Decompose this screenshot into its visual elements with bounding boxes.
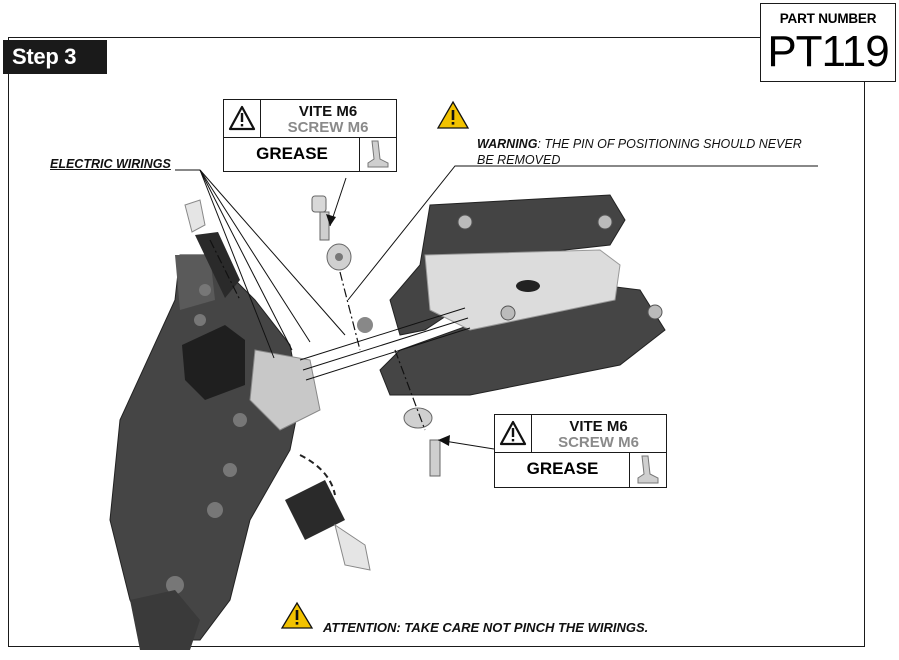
spec-grease-label: GREASE: [526, 459, 599, 478]
turn-signal-lens-top: [184, 199, 206, 233]
warning-prefix: WARNING: [477, 137, 538, 151]
bracket-lower-plate: [130, 590, 200, 650]
spec-warning-cell: [495, 415, 532, 452]
warning-note: WARNING: THE PIN OF POSITIONING SHOULD N…: [477, 136, 802, 168]
screw-spec-box-top: VITE M6 SCREW M6 GREASE: [223, 99, 397, 172]
adapter-bolt: [457, 214, 473, 230]
bracket-hole: [194, 314, 206, 326]
warning-text-line2: BE REMOVED: [477, 153, 561, 167]
bracket-hole: [166, 576, 184, 594]
bracket-upper-arm: [175, 255, 215, 310]
step-label: Step 3: [3, 40, 107, 74]
part-number-value: PT119: [767, 27, 889, 76]
axis-lines: [209, 239, 426, 431]
bracket-hole: [199, 284, 211, 296]
spec-row-grease: GREASE: [495, 452, 666, 487]
spec-warning-cell: [224, 100, 261, 137]
spec-tube-cell: [359, 137, 396, 171]
spec-screw-italian: VITE M6: [298, 103, 358, 120]
mount-hub: [249, 349, 321, 431]
grease-tube-icon: [367, 140, 389, 168]
turn-signal-body-bottom: [285, 480, 345, 540]
adapter-pin: [500, 305, 516, 321]
spec-grease-label: GREASE: [256, 144, 328, 163]
wiring-leaders: [175, 169, 346, 359]
screw-top-head: [311, 195, 327, 213]
screw-top-shaft: [319, 211, 330, 241]
adapter-pin: [647, 304, 663, 320]
bracket-hole: [207, 502, 223, 518]
arrow-head: [438, 435, 450, 446]
spec-row-screw: VITE M6 SCREW M6: [224, 100, 396, 138]
wire-dash-lower: [299, 454, 336, 496]
part-number-label: PART NUMBER: [779, 11, 877, 26]
washer-top-hole: [335, 253, 343, 261]
spec-screw-english: SCREW M6: [558, 434, 639, 451]
adapter-hole: [516, 280, 540, 292]
spec-row-screw: VITE M6 SCREW M6: [495, 415, 666, 453]
attention-triangle-icon: [280, 601, 314, 629]
attention-note: ATTENTION: TAKE CARE NOT PINCH THE WIRIN…: [323, 620, 649, 635]
spec-row-grease: GREASE: [224, 137, 396, 171]
spec-tube-cell: [629, 452, 666, 487]
screw-bottom-shaft: [429, 439, 441, 477]
electric-wirings-label: ELECTRIC WIRINGS: [50, 157, 171, 171]
warning-text-line1: : THE PIN OF POSITIONING SHOULD NEVER: [537, 137, 802, 151]
bracket-hole: [223, 463, 237, 477]
bracket-hole: [233, 413, 247, 427]
warning-leader: [347, 165, 818, 301]
screw-spec-box-bottom: VITE M6 SCREW M6 GREASE: [494, 414, 667, 488]
arrow-head: [326, 214, 336, 226]
adapter-hole: [357, 317, 373, 333]
wire-channel: [299, 307, 471, 381]
spec-screw-english: SCREW M6: [287, 119, 369, 136]
grease-tube-icon: [637, 455, 659, 484]
part-number-box: PART NUMBER PT119: [760, 3, 896, 82]
warning-triangle-icon: [436, 100, 470, 129]
document-frame: [8, 37, 865, 647]
warning-outline-icon: [499, 420, 527, 446]
spec-screw-italian: VITE M6: [569, 418, 628, 435]
license-bracket: [109, 254, 301, 641]
turn-signal-body-top: [195, 232, 240, 298]
adapter-bolt: [597, 214, 613, 230]
warning-outline-icon: [228, 105, 256, 131]
reflector-block: [182, 325, 245, 400]
turn-signal-lens-bottom: [334, 523, 371, 571]
washer-bottom: [403, 407, 433, 429]
